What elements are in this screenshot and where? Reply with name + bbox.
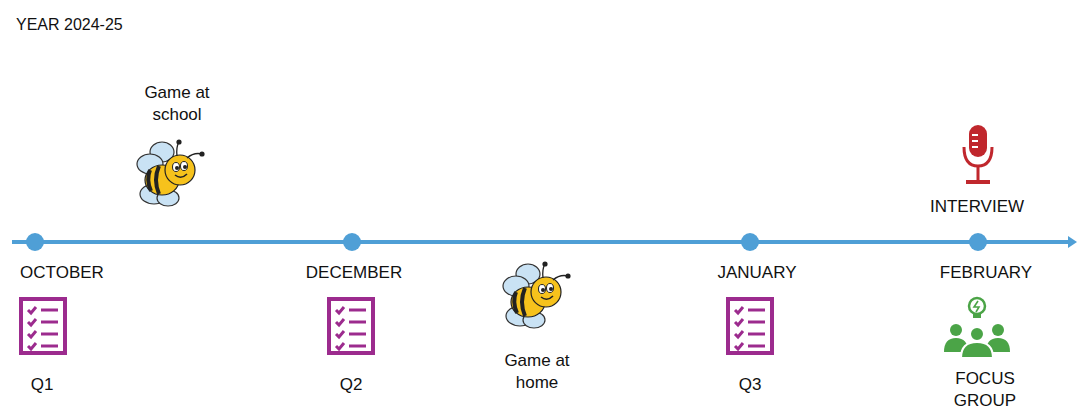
- questionnaire-label: Q1: [31, 374, 54, 396]
- month-label: OCTOBER: [20, 262, 104, 284]
- focus-group-icon: [944, 298, 1010, 358]
- timeline-arrowhead: [1068, 236, 1077, 248]
- timeline-dots: [26, 233, 987, 251]
- timeline-line: [12, 240, 1068, 244]
- questionnaire-icon: [21, 299, 65, 353]
- questionnaire-icon: [329, 299, 373, 353]
- microphone-icon: [964, 125, 992, 182]
- event-label: INTERVIEW: [930, 196, 1024, 218]
- event-label: FOCUS GROUP: [948, 368, 1023, 412]
- questionnaire-label: Q3: [739, 374, 762, 396]
- activity-label: Game at school: [140, 82, 215, 126]
- month-label: FEBRUARY: [940, 262, 1032, 284]
- questionnaire-icon: [728, 299, 772, 353]
- activity-label: Game at home: [500, 350, 575, 394]
- month-label: JANUARY: [717, 262, 796, 284]
- questionnaire-label: Q2: [340, 374, 363, 396]
- bee-icon: [137, 139, 205, 206]
- bee-icon: [503, 261, 571, 328]
- month-label: DECEMBER: [306, 262, 402, 284]
- timeline-title: YEAR 2024-25: [16, 16, 123, 34]
